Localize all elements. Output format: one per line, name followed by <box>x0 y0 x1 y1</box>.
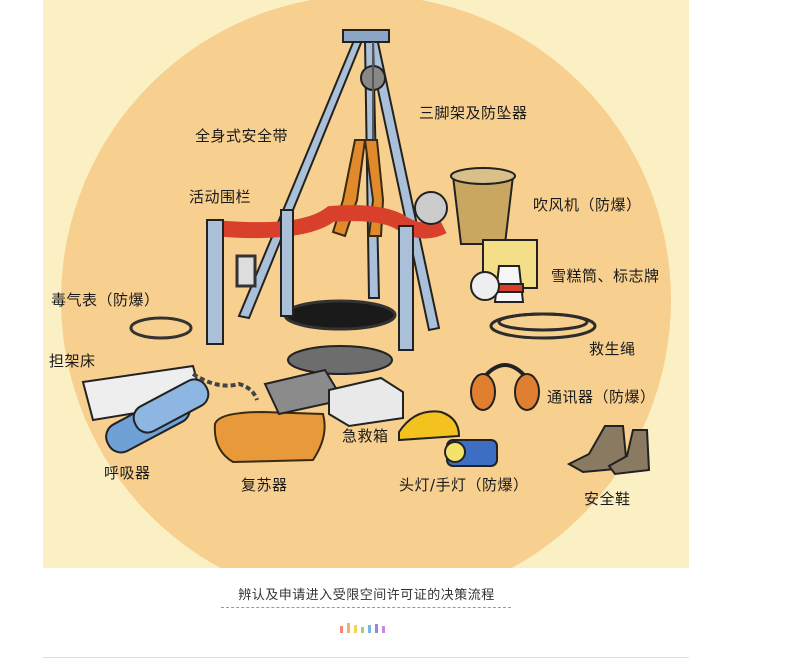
gas-meter-icon <box>129 254 257 340</box>
decorative-bars <box>340 614 389 633</box>
resuscitator-icon <box>213 410 326 464</box>
label-respirator: 呼吸器 <box>104 464 151 482</box>
radio-icon <box>470 363 540 411</box>
label-fence: 活动围栏 <box>189 188 252 206</box>
fence-posts <box>206 209 414 351</box>
label-radio: 通讯器（防爆） <box>547 388 656 406</box>
cones-icon <box>470 239 538 303</box>
blower-icon <box>414 167 516 245</box>
fence-tape <box>212 205 447 239</box>
label-tripod: 三脚架及防坠器 <box>419 104 528 122</box>
rope-icon <box>489 312 597 340</box>
equipment-drawing <box>61 0 671 568</box>
label-resuscitator: 复苏器 <box>241 476 288 494</box>
label-rescue-rope: 救生绳 <box>589 340 636 358</box>
background-circle <box>61 0 671 568</box>
bottom-divider <box>43 657 689 658</box>
label-stretcher: 担架床 <box>49 352 96 370</box>
label-cones: 雪糕筒、标志牌 <box>551 267 660 285</box>
respirator-icon <box>105 378 210 454</box>
label-gas-meter: 毒气表（防爆） <box>51 291 160 309</box>
label-shoes: 安全鞋 <box>584 490 631 508</box>
lamp-icon <box>398 410 498 467</box>
manhole-cover <box>287 345 393 375</box>
caption-divider <box>221 607 511 608</box>
first-aid-icon <box>328 376 404 428</box>
label-blower: 吹风机（防爆） <box>533 196 642 214</box>
manhole <box>283 299 397 331</box>
label-first-aid: 急救箱 <box>342 427 389 445</box>
figure-caption: 辨认及申请进入受限空间许可证的决策流程 <box>238 588 495 603</box>
equipment-illustration: 三脚架及防坠器 全身式安全带 活动围栏 吹风机（防爆） 雪糕筒、标志牌 毒气表（… <box>43 0 689 568</box>
shoes-icon <box>566 425 651 476</box>
label-harness: 全身式安全带 <box>195 127 289 145</box>
chain <box>191 372 259 401</box>
label-lamp: 头灯/手灯（防爆） <box>399 476 529 494</box>
